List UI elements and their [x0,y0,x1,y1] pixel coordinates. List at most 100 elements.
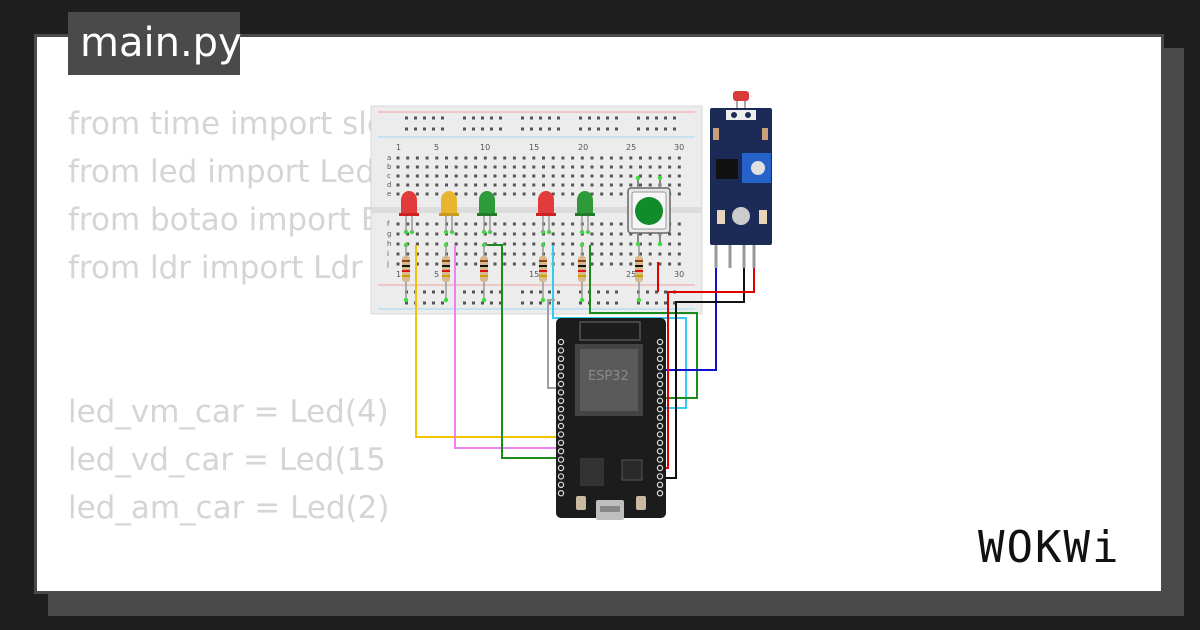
boot-button[interactable] [576,496,586,510]
breadboard-hole [609,183,613,187]
esp32-pin [557,338,565,346]
rail-hole [548,290,551,294]
breadboard-hole [503,262,507,266]
breadboard-hole [435,174,439,178]
breadboard-hole [454,174,458,178]
breadboard-hole [503,156,507,160]
breadboard-hole [464,232,468,236]
esp32-pin [557,464,565,472]
rail-hole [646,290,649,294]
breadboard-hole [571,192,575,196]
push-button[interactable] [627,180,671,242]
breadboard-hole [445,174,448,178]
esp32-pin [656,473,664,480]
resistor-band [402,270,410,272]
breadboard-hole [677,165,681,169]
resistor-band [539,275,547,277]
breadboard-hole [571,165,575,169]
row-label: d [387,181,391,189]
esp32-pin [557,490,565,497]
breadboard-hole [425,252,429,256]
connection-dot [540,297,546,303]
breadboard-hole [629,232,633,236]
breadboard-hole [658,262,662,266]
esp32-pin [557,380,565,388]
breadboard-hole [542,156,545,160]
breadboard-hole [668,174,672,178]
breadboard-hole [668,232,672,236]
esp32-pin [557,422,565,430]
led-yellow[interactable] [439,191,459,232]
resistor [480,256,488,282]
breadboard-hole [415,232,419,236]
breadboard-hole [396,222,400,226]
rail-hole [597,116,600,120]
breadboard-hole [512,174,516,178]
row-label: h [387,240,391,248]
led-red-1[interactable] [399,191,419,232]
breadboard-hole [532,156,536,160]
rail-hole [646,127,649,131]
led-green-2[interactable] [575,191,595,232]
rail-hole [579,290,582,294]
breadboard-hole [571,183,575,187]
breadboard-hole [590,174,594,178]
breadboard-hole [454,183,458,187]
breadboard-hole [512,242,516,246]
rail-hole [441,116,444,120]
rail-hole [441,127,444,131]
resistor-band [480,275,488,277]
rail-hole [521,127,524,131]
breadboard-hole [648,156,652,160]
connection-dot [657,241,663,247]
rail-hole [423,301,426,305]
breadboard-hole [483,183,487,187]
breadboard-hole [639,232,642,236]
breadboard-hole [551,156,555,160]
breadboard-hole [648,183,652,187]
breadboard-hole [619,192,623,196]
breadboard-hole [493,156,497,160]
breadboard-hole [406,252,410,256]
wokwi-logo: WOKWi [978,522,1121,573]
rail-hole [490,301,493,305]
resistor-band [402,275,410,277]
esp32-pin [557,456,565,463]
esp32-pin [656,448,664,455]
esp32-pin [557,414,565,421]
breadboard-hole [571,242,575,246]
wire-gray [547,299,560,389]
connection-dot [403,297,409,303]
breadboard-hole [619,222,623,226]
rail-hole [499,290,502,294]
breadboard-hole [600,174,604,178]
breadboard-hole [561,222,565,226]
code-line: led_vd_car = Led(15) [68,442,388,478]
breadboard-hole [396,165,400,169]
rail-hole [472,127,475,131]
row-label: e [387,190,391,198]
breadboard-hole [561,252,565,256]
breadboard-hole [551,183,555,187]
rail-hole [441,301,444,305]
rail-hole [481,301,484,305]
file-tab[interactable]: main.py [68,12,242,75]
esp32-pin [656,355,664,362]
breadboard-hole [435,252,439,256]
breadboard-hole [474,262,478,266]
led-red-2[interactable] [536,191,556,232]
breadboard-hole [512,156,516,160]
enable-button[interactable] [636,496,646,510]
breadboard-hole [609,252,613,256]
breadboard-hole [600,242,604,246]
breadboard-hole [415,183,419,187]
breadboard-hole [648,252,652,256]
breadboard-hole [580,156,584,160]
breadboard-hole [551,192,555,196]
breadboard-hole [464,165,468,169]
breadboard-hole [600,222,604,226]
led-green-1[interactable] [477,191,497,232]
breadboard-hole [571,262,575,266]
connection-dot [443,297,449,303]
rail-hole [655,116,658,120]
